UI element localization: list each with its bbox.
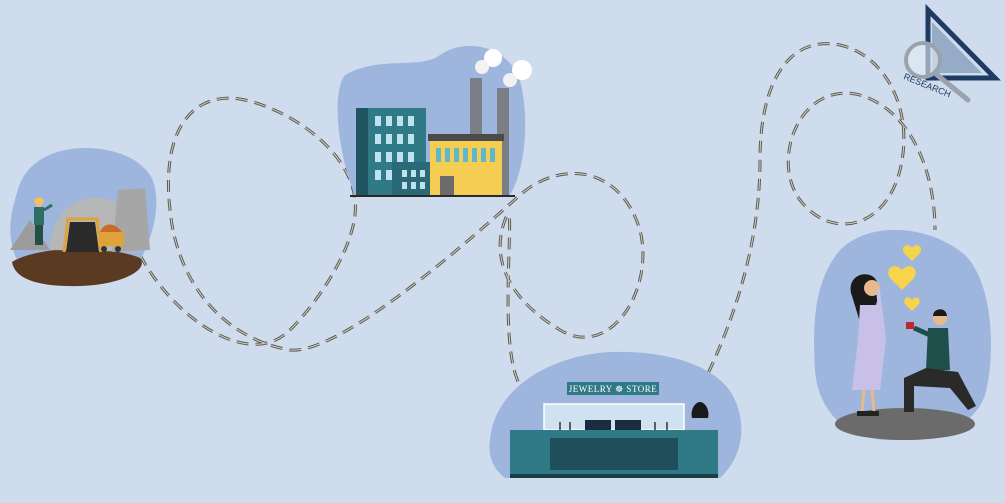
factory-door bbox=[440, 176, 454, 195]
woman-leg bbox=[870, 389, 876, 413]
mine-entrance bbox=[66, 222, 99, 252]
smoke-puff bbox=[484, 49, 502, 67]
tray bbox=[615, 420, 641, 430]
tray bbox=[585, 420, 611, 430]
heart-icon bbox=[904, 297, 920, 311]
ground bbox=[12, 248, 142, 287]
jewelry-stands bbox=[559, 422, 668, 430]
man-hair bbox=[933, 309, 947, 316]
woman-shoes bbox=[857, 411, 879, 416]
factory-scene bbox=[337, 45, 532, 197]
miner-arm bbox=[43, 203, 53, 212]
proposal-scene bbox=[814, 229, 991, 440]
heart-icon bbox=[888, 266, 916, 290]
man-arm bbox=[912, 325, 932, 338]
research-logo: RESEARCH bbox=[902, 3, 1001, 103]
necklace-bust bbox=[691, 402, 709, 418]
miner-body bbox=[34, 207, 44, 225]
office-windows bbox=[375, 116, 414, 180]
ground-shadow bbox=[835, 408, 975, 440]
journey-path-highlight bbox=[139, 43, 936, 396]
ore-cart bbox=[98, 232, 124, 246]
miner-legs bbox=[35, 225, 43, 245]
ore-cart-load bbox=[100, 224, 122, 232]
cart-wheel-left bbox=[101, 246, 107, 252]
office-building-side bbox=[356, 108, 368, 195]
cart-wheel-right bbox=[115, 246, 121, 252]
annex-building bbox=[392, 162, 434, 195]
ring-box-icon bbox=[906, 322, 914, 329]
display-glass bbox=[543, 403, 685, 431]
research-magnifier-icon bbox=[904, 41, 942, 79]
woman-leg bbox=[860, 389, 866, 413]
smoke-puff bbox=[503, 73, 517, 87]
counter-panel bbox=[550, 438, 678, 470]
woman-dress bbox=[852, 305, 886, 390]
store-sign bbox=[567, 382, 659, 395]
factory-roof bbox=[428, 134, 504, 141]
factory-windows bbox=[436, 148, 495, 162]
woman-arm bbox=[876, 289, 882, 309]
counter-base bbox=[510, 474, 718, 478]
jewelry-store-scene: JEWELRY ☸ STORE bbox=[489, 351, 742, 478]
mine-scene bbox=[10, 148, 157, 287]
annex-windows bbox=[402, 170, 425, 189]
man-legs bbox=[904, 368, 976, 412]
smoke-puff bbox=[512, 60, 532, 80]
magnifier-handle bbox=[933, 71, 971, 103]
miner-helmet bbox=[34, 197, 44, 202]
triangle-ruler-fill bbox=[932, 22, 982, 73]
woman-head bbox=[864, 280, 880, 296]
man-torso bbox=[926, 328, 950, 370]
store-sign-text: JEWELRY ☸ STORE bbox=[569, 384, 658, 394]
heart-icon bbox=[902, 245, 922, 261]
smoke-puff bbox=[475, 60, 489, 74]
